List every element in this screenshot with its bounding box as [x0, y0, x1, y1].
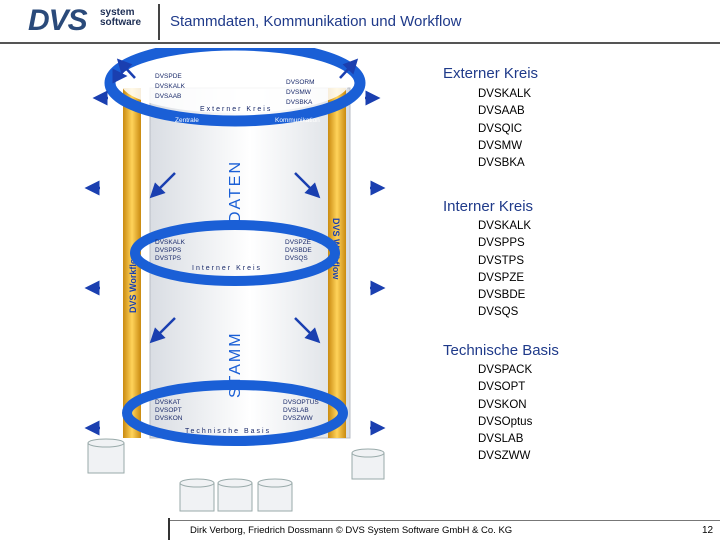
ring1-right-item: DVSBKA [286, 99, 313, 106]
ring2-right-item: DVSQS [285, 255, 308, 262]
database-icons [87, 438, 385, 512]
ring3-right-item: DVSOPTUS [283, 399, 319, 406]
ring-letter: D [190, 56, 196, 65]
ring-letter: C [278, 56, 284, 65]
right-pillar [328, 88, 346, 438]
list-item: DVSMW [478, 139, 523, 152]
ring1-right-item: DVSORM [286, 79, 315, 86]
header-divider [158, 4, 160, 40]
list-item: DVSQS [478, 306, 519, 319]
ring2-right-item: DVSBDE [285, 247, 312, 254]
ring1-band: Externer Kreis [200, 106, 272, 113]
list-item: DVSQIC [478, 122, 523, 135]
page-title: Stammdaten, Kommunikation und Workflow [170, 13, 462, 30]
section-list-interner: DVSKALK DVSPPS DVSTPS DVSPZE DVSBDE DVSQ… [478, 218, 531, 322]
daten-label: DATEN [227, 160, 244, 223]
ring2-left-item: DVSTPS [155, 255, 182, 262]
central-cylinder [149, 87, 351, 439]
top-ring-letters: D V S Q I C [190, 53, 284, 65]
logo-sub-line1: system [100, 7, 135, 18]
db-icon-bottom-3 [257, 482, 293, 512]
ring3-left-item: DVSKON [155, 415, 183, 422]
section-title-externer: Externer Kreis [443, 65, 539, 82]
db-icon-bottom-2 [217, 482, 253, 512]
ring1-left-item: DVSAAB [155, 93, 181, 100]
ring3-left-item: DVSOPT [155, 407, 182, 414]
logo-subtitle: system software [100, 8, 141, 28]
header-rule [0, 42, 720, 44]
footer-rule [170, 520, 720, 521]
footer-text: Dirk Verborg, Friedrich Dossmann © DVS S… [190, 525, 513, 536]
diagram-arrows [84, 58, 386, 436]
ring-letter: Q [244, 53, 250, 62]
ring3-left-item: DVSKAT [155, 399, 181, 406]
list-item: DVSTPS [478, 254, 525, 267]
ring-letter: I [262, 54, 264, 63]
dvs-logo: DVS system software [28, 4, 164, 37]
ring2-left-item: DVSPPS [155, 247, 182, 254]
workflow-label-left: DVS Workflow [128, 251, 138, 313]
workflow-diagram: DVS Workflow DVS Workflow D V S Q I C DV… [84, 48, 386, 512]
section-title-interner: Interner Kreis [443, 198, 534, 215]
header: DVS system software Stammdaten, Kommunik… [0, 0, 720, 42]
list-item: DVSOPT [478, 381, 526, 394]
ring-letter: S [226, 53, 231, 62]
ring-technische [122, 380, 348, 446]
ring1-right-item: DVSMW [286, 89, 312, 96]
list-item: DVSAAB [478, 105, 525, 118]
list-item: DVSOptus [478, 415, 533, 428]
footer-divider [168, 518, 170, 540]
ring2-band: Interner Kreis [192, 265, 262, 272]
list-item: DVSZWW [478, 450, 531, 463]
left-pillar [123, 88, 141, 438]
db-icon-bottom-1 [179, 482, 215, 512]
ring3-band: Technische Basis [185, 428, 271, 435]
section-title-technische: Technische Basis [443, 342, 559, 359]
ring3-right-item: DVSZWW [283, 415, 313, 422]
page-number: 12 [702, 525, 714, 536]
ring3-right-item: DVSLAB [283, 407, 309, 414]
list-item: DVSLAB [478, 433, 524, 446]
ring2-right-item: DVSPZE [285, 239, 312, 246]
list-item: DVSKON [478, 398, 527, 411]
list-item: DVSPPS [478, 237, 525, 250]
list-item: DVSBKA [478, 157, 525, 170]
list-item: DVSPACK [478, 364, 533, 376]
list-item: DVSPZE [478, 271, 525, 284]
list-item: DVSBDE [478, 289, 526, 302]
ring1-left-bottom: Zentrale [175, 117, 199, 124]
ring-letter: V [208, 54, 214, 63]
ring1-left-item: DVSKALK [155, 83, 186, 90]
ring1-left-item: DVSPDE [155, 73, 182, 80]
list-item: DVSKALK [478, 88, 532, 100]
section-list-technische: DVSPACK DVSOPT DVSKON DVSOptus DVSLAB DV… [478, 362, 532, 466]
ring-externer [104, 48, 366, 127]
section-list-externer: DVSKALK DVSAAB DVSQIC DVSMW DVSBKA [478, 86, 531, 172]
ring-interner [130, 220, 340, 286]
logo-main: DVS [28, 4, 88, 37]
logo-sub-line2: software [100, 17, 142, 28]
ring1-right-bottom: Kommunikation [275, 117, 320, 124]
list-item: DVSKALK [478, 220, 532, 232]
db-icon-left [87, 442, 125, 474]
ring2-left-item: DVSKALK [155, 239, 186, 246]
